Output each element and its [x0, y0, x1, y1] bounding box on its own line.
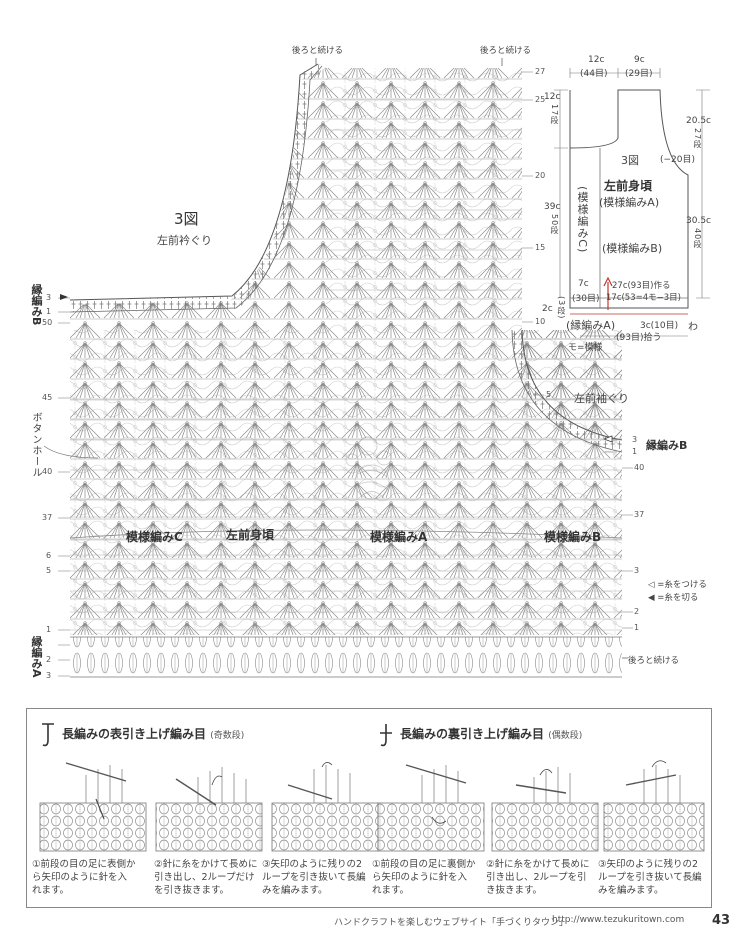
schem-pickup: (93目)拾う	[616, 333, 662, 343]
row-number: 27	[535, 67, 546, 76]
row-number: 2	[46, 655, 52, 664]
row-number: 1	[46, 307, 52, 316]
stitch-step	[603, 760, 705, 852]
yarn-ball-icon	[345, 436, 392, 500]
row-number: 37	[634, 510, 645, 519]
row-number: 3	[46, 293, 52, 302]
schem-h1-rows: 17段	[550, 104, 559, 126]
schem-h3: 39c	[544, 202, 561, 212]
schem-decrease: (−20目)	[660, 155, 696, 165]
footer-site: ハンドクラフトを楽しむウェブサイト「手づくりタウン」	[334, 918, 569, 928]
schem-top-w1-st: (44目)	[580, 69, 608, 79]
schem-edge-a: (縁編みA)	[566, 319, 616, 332]
schem-bottom-h: 2c	[542, 304, 553, 314]
schematic-diagram	[554, 68, 710, 337]
row-number: 25	[535, 95, 546, 104]
schem-h3-rows: 50段	[550, 214, 559, 236]
schem-h4-rows: 40段	[693, 228, 702, 250]
schem-bottom-w: 3c(10目)	[640, 321, 679, 331]
legend-join: ◁ =糸をつける	[648, 580, 707, 590]
pattern-a-label: 模様編みA	[370, 530, 428, 544]
row-number: 37	[42, 513, 53, 522]
row-number: 3	[46, 671, 52, 680]
tutorial-panel	[26, 708, 712, 908]
tutorial-right-title-text: 長編みの裏引き上げ編み目	[400, 727, 545, 741]
legend-cut: ◀ =糸を切る	[648, 593, 699, 603]
pattern-b-label: 模様編みB	[544, 530, 602, 544]
schem-wa: わ	[688, 322, 698, 333]
schem-make: 27c(93目)作る	[612, 281, 671, 291]
schem-motif: モ=模様	[568, 343, 603, 353]
continue-back-left-label: 後ろと続ける	[292, 46, 344, 56]
tutorial-right-title: 長編みの裏引き上げ編み目 (偶数段)	[400, 725, 582, 742]
row-number: 50	[42, 318, 53, 327]
edge-a-left-label: 縁編みA	[30, 636, 43, 678]
schem-bottom-rows: (3段)	[557, 296, 566, 320]
row-number: 1	[46, 625, 52, 634]
row-number: 10	[535, 317, 546, 326]
stitch-step	[271, 762, 379, 852]
row-number: 2	[634, 607, 640, 616]
continue-back-right-label: 後ろと続ける	[480, 46, 532, 56]
page-number: 43	[712, 913, 731, 928]
figure-label: 3図	[174, 210, 199, 228]
tutorial-step: ③矢印のように残りの2ループを引き抜いて長編みを編みます。	[262, 859, 366, 896]
armhole-label: 左前袖ぐり	[574, 392, 629, 405]
row-number: 45	[42, 393, 53, 402]
schem-h2-rows: 27段	[693, 128, 702, 150]
schem-pattern-c: (模様編みC)	[576, 186, 589, 254]
schem-h4: 30.5c	[686, 216, 711, 226]
row-number: 6	[46, 551, 52, 560]
schem-inner-h: 7c	[578, 279, 589, 289]
schem-make2: 17c(53=4モ−3目)	[606, 293, 681, 303]
stitch-illustrations	[39, 760, 705, 852]
row-number: 40	[42, 467, 53, 476]
tutorial-step: ①前段の目の足に裏側から矢印のように針を入れます。	[372, 859, 476, 896]
tutorial-left-title-text: 長編みの表引き上げ編み目	[62, 727, 207, 741]
crochet-hook-icon	[380, 724, 392, 747]
schem-pattern-b: (模様編みB)	[602, 242, 663, 255]
tutorial-step: ③矢印のように残りの2ループを引き抜いて長編みを編みます。	[598, 859, 702, 896]
edge-b-left-label: 縁編みB	[30, 284, 43, 326]
stitch-step	[39, 762, 147, 852]
schem-top-w2-st: (29目)	[625, 69, 653, 79]
tutorial-left-sub: (奇数段)	[210, 731, 245, 741]
row-number: 3	[634, 566, 640, 575]
body-label: 左前身頃	[226, 528, 275, 542]
stitch-step	[155, 767, 263, 852]
edge-b-right-label: 縁編みB	[646, 439, 688, 452]
schem-inner-rows: (30目)	[572, 294, 600, 304]
row-number: 1	[632, 447, 638, 456]
schem-h2: 20.5c	[686, 116, 711, 126]
tutorial-step: ②針に糸をかけて長めに引き出し、2ループを引き抜きます。	[486, 859, 590, 896]
buttonhole-label: ボタンホール	[30, 412, 41, 478]
schem-title: 左前身頃	[604, 179, 653, 193]
tutorial-step: ①前段の目の足に表側から矢印のように針を入れます。	[32, 859, 136, 896]
row-number: 20	[535, 171, 546, 180]
row-number: 15	[535, 243, 546, 252]
continue-back-bottom-label: 後ろと続ける	[628, 656, 680, 666]
schem-fig: 3図	[621, 154, 639, 167]
tutorial-left-title: 長編みの表引き上げ編み目 (奇数段)	[62, 725, 244, 742]
row-number: 3	[632, 435, 638, 444]
schem-pattern-a: (模様編みA)	[599, 196, 660, 209]
crochet-hook-icon	[42, 723, 54, 747]
footer-url[interactable]: http://www.tezukuritown.com	[552, 915, 685, 925]
pattern-c-label: 模様編みC	[126, 530, 183, 544]
stitch-step	[377, 764, 485, 852]
row-number: 40	[634, 463, 645, 472]
schem-h1: 12c	[544, 92, 561, 102]
row-number: 5	[46, 566, 52, 575]
row-number: 5	[546, 390, 552, 399]
neckline-label: 左前衿ぐり	[157, 234, 212, 247]
tutorial-step: ②針に糸をかけて長めに引き出し、2ループだけを引き抜きます。	[154, 859, 258, 896]
crochet-chart	[43, 58, 633, 678]
schem-top-w1: 12c	[588, 55, 605, 65]
schem-top-w2: 9c	[634, 55, 645, 65]
stitch-step	[491, 767, 599, 852]
tutorial-right-sub: (偶数段)	[548, 731, 583, 741]
row-number: 1	[634, 623, 640, 632]
